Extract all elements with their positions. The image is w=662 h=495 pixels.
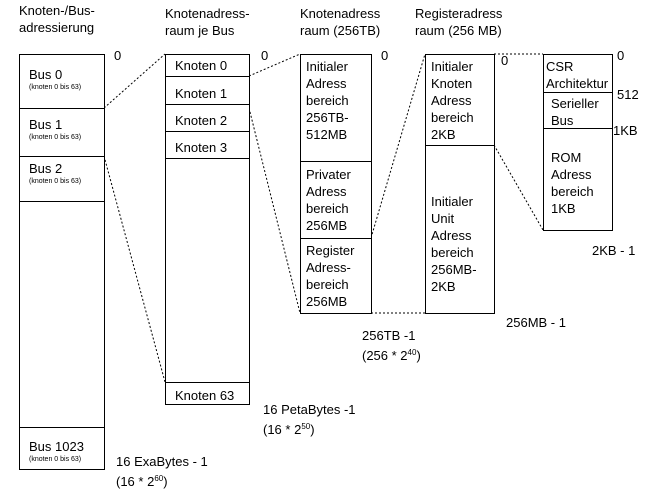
bus-name: Bus 1023	[29, 439, 84, 454]
register-address-range: Register Adress- bereich 256MB	[306, 243, 355, 309]
node-address-detail-column	[543, 54, 613, 231]
register-space-column	[425, 54, 495, 314]
col3-header: Knotenadress raum (256TB)	[300, 6, 381, 38]
connector-bus2-to-node63	[103, 155, 166, 383]
bus-range: (knoten 0 bis 63)	[29, 178, 82, 185]
bus-name: Bus 0	[29, 67, 63, 82]
col4-start-label: 0	[501, 53, 509, 68]
node-63: Knoten 63	[175, 388, 235, 403]
divider	[19, 156, 105, 157]
csr-architecture: CSR Architektur	[546, 59, 609, 91]
node-2: Knoten 2	[175, 113, 228, 128]
col2-start-label: 0	[261, 48, 269, 63]
divider	[425, 145, 495, 146]
col5-end-label: 2KB - 1	[592, 243, 636, 258]
bus-1023: Bus 1023 (knoten 0 bis 63)	[29, 438, 84, 464]
node-1: Knoten 1	[175, 86, 228, 101]
divider	[165, 131, 250, 132]
bus-name: Bus 2	[29, 161, 63, 176]
divider	[165, 76, 250, 77]
private-address-range: Privater Adress bereich 256MB	[306, 167, 351, 233]
mark-1kb: 1KB	[613, 123, 638, 138]
node-space-column	[300, 54, 372, 314]
connector-knoten-bottom	[493, 144, 544, 231]
bus-0: Bus 0 (knoten 0 bis 63)	[29, 66, 81, 92]
divider	[543, 92, 613, 93]
bus-range: (knoten 0 bis 63)	[29, 456, 82, 463]
divider	[543, 128, 613, 129]
mark-512: 512	[617, 87, 639, 102]
divider	[165, 104, 250, 105]
divider	[165, 382, 250, 383]
col3-end-label: 256TB -1 (256 * 240)	[362, 328, 421, 363]
col2-end-label: 16 PetaBytes -1 (16 * 250)	[263, 402, 356, 437]
serial-bus: Serieller Bus	[551, 96, 599, 128]
divider	[300, 238, 372, 239]
divider	[19, 427, 105, 428]
connector-node2-to-bottom	[248, 107, 301, 314]
initial-unit-address-range: Initialer Unit Adress bereich 256MB- 2KB	[431, 194, 477, 294]
connector-node1-to-top	[248, 53, 301, 77]
bus-1: Bus 1 (knoten 0 bis 63)	[29, 116, 81, 142]
col1-start-label: 0	[114, 48, 122, 63]
connector-bus1-to-node0	[103, 53, 166, 109]
col4-header: Registeradress raum (256 MB)	[415, 6, 503, 38]
col5-start-label: 0	[617, 48, 625, 63]
node-3: Knoten 3	[175, 140, 228, 155]
node-0: Knoten 0	[175, 58, 228, 73]
node-address-column	[165, 54, 250, 405]
initial-address-range: Initialer Adress bereich 256TB- 512MB	[306, 59, 349, 142]
col3-start-label: 0	[381, 48, 389, 63]
col4-end-label: 256MB - 1	[506, 315, 566, 330]
connector-private-to-top	[370, 53, 426, 239]
bus-2: Bus 2 (knoten 0 bis 63)	[29, 160, 81, 186]
bus-range: (knoten 0 bis 63)	[29, 84, 82, 91]
col1-end-label: 16 ExaBytes - 1 (16 * 260)	[116, 454, 208, 489]
col1-header: Knoten-/Bus- adressierung	[19, 3, 95, 35]
initial-node-address-range: Initialer Knoten Adress bereich 2KB	[431, 59, 474, 142]
col2-header: Knotenadress- raum je Bus	[165, 6, 250, 38]
divider	[19, 108, 105, 109]
divider	[300, 161, 372, 162]
divider	[19, 201, 105, 202]
bus-range: (knoten 0 bis 63)	[29, 134, 82, 141]
divider	[165, 158, 250, 159]
rom-address-range: ROM Adress bereich 1KB	[551, 150, 594, 216]
bus-address-column	[19, 54, 105, 470]
bus-name: Bus 1	[29, 117, 63, 132]
